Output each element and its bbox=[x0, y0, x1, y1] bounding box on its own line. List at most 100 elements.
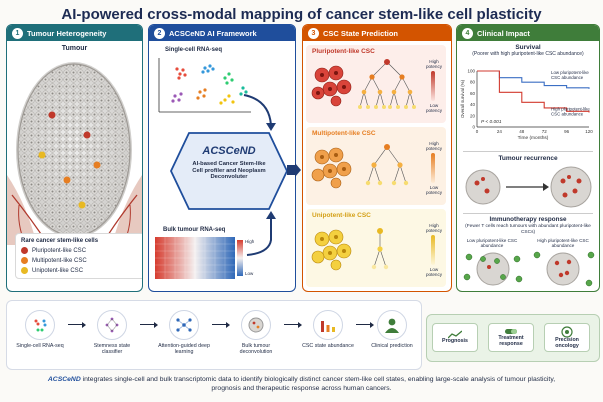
multipotent-high-label: High potency bbox=[425, 141, 443, 152]
caption-text: integrates single-cell and bulk transcri… bbox=[80, 376, 556, 393]
immuno-low-label: Low pluripotent-like CSC abundance bbox=[466, 238, 518, 249]
bar-chart-icon bbox=[313, 310, 343, 340]
workflow-step-deconvolution-label: Bulk tumour deconvolution bbox=[239, 343, 273, 356]
y-axis-label: Overall survival (%) bbox=[460, 79, 465, 118]
framework-to-prediction-arrow bbox=[287, 163, 301, 177]
panel-clinical-impact: 4 Clinical Impact Survival (Poorer with … bbox=[456, 24, 600, 292]
legend-title: Rare cancer stem-like cells bbox=[21, 238, 99, 244]
unipotent-lineage-tree bbox=[371, 228, 389, 270]
y-tick-label: 20 bbox=[470, 113, 476, 118]
panel2-title: ACSCeND AI Framework bbox=[169, 28, 257, 38]
multipotent-cell-cluster bbox=[311, 147, 352, 189]
acscend-hexagon bbox=[170, 132, 288, 210]
clinician-icon bbox=[377, 310, 407, 340]
x-tick-label: 72 bbox=[542, 129, 548, 134]
panel-csc-state-prediction: 3 CSC State Prediction Pluripotent-like … bbox=[302, 24, 452, 292]
badge-precision-label: Precision oncology bbox=[555, 336, 579, 349]
workflow-step-deep-learning: Attention-guided deep learning bbox=[158, 310, 210, 355]
neural-network-icon bbox=[169, 310, 199, 340]
x-tick-label: 120 bbox=[585, 129, 593, 134]
caption-brand: ACSCeND bbox=[47, 376, 81, 383]
unipotent-high-label: High potency bbox=[425, 223, 443, 234]
series-line-high bbox=[477, 70, 590, 113]
caption: ACSCeND integrates single-cell and bulk … bbox=[40, 375, 563, 393]
panel-acscend-framework: 2 ACSCeND AI Framework Single-cell RNA-s… bbox=[148, 24, 296, 292]
y-tick-label: 80 bbox=[470, 80, 476, 85]
heatmap-colorbar bbox=[237, 240, 243, 276]
panel3-title: CSC State Prediction bbox=[323, 28, 399, 38]
y-tick-label: 60 bbox=[470, 91, 476, 96]
classifier-icon bbox=[97, 310, 127, 340]
p-value: P < 0.001 bbox=[481, 119, 502, 125]
workflow-step-classifier-label: Stemness state classifier bbox=[93, 343, 131, 356]
state-pluripotent: Pluripotent-like CSC High potency Low po… bbox=[306, 45, 446, 123]
state-unipotent: Unipotent-like CSC High potency Low pote… bbox=[306, 209, 446, 287]
pluripotent-high-label: High potency bbox=[425, 59, 443, 70]
workflow-arrow-5 bbox=[356, 320, 374, 329]
panel3-header: 3 CSC State Prediction bbox=[303, 25, 451, 41]
unipotent-cell-cluster bbox=[311, 229, 352, 271]
flow-arrows bbox=[243, 94, 276, 256]
badge-prognosis: Prognosis bbox=[432, 323, 478, 352]
panel1-title: Tumour Heterogeneity bbox=[27, 28, 107, 38]
workflow-step-abundance: CSC state abundance bbox=[302, 310, 354, 349]
prognosis-icon bbox=[448, 330, 462, 339]
x-tick-label: 48 bbox=[519, 129, 525, 134]
workflow-step-classifier: Stemness state classifier bbox=[86, 310, 138, 355]
pluripotent-lineage-tree bbox=[358, 59, 416, 109]
csc-legend: Rare cancer stem-like cells Pluripotent-… bbox=[15, 233, 142, 279]
panel4-title: Clinical Impact bbox=[477, 28, 530, 38]
badge-prognosis-label: Prognosis bbox=[442, 338, 468, 345]
panel2-number: 2 bbox=[154, 27, 165, 39]
heatmap-high-label: High bbox=[245, 239, 255, 244]
pluripotent-cell-cluster bbox=[311, 65, 352, 107]
workflow-step-clinical: Clinical prediction bbox=[366, 310, 418, 349]
unipotent-low-label: Low potency bbox=[425, 267, 443, 278]
y-tick-label: 0 bbox=[472, 125, 475, 130]
tumour-illustration bbox=[7, 62, 142, 245]
immuno-high-label: High pluripotent-like CSC abundance bbox=[537, 238, 589, 249]
badge-precision: Precision oncology bbox=[544, 323, 590, 352]
divider-2 bbox=[463, 213, 593, 214]
badge-treatment-label: Treatment response bbox=[498, 335, 524, 347]
x-tick-label: 96 bbox=[564, 129, 570, 134]
y-tick-label: 40 bbox=[470, 102, 476, 107]
y-tick-label: 100 bbox=[467, 69, 475, 74]
state-multipotent: Multipotent-like CSC High potency Low po… bbox=[306, 127, 446, 205]
scrna-label: Single-cell RNA-seq bbox=[165, 47, 223, 53]
state-unipotent-label: Unipotent-like CSC bbox=[312, 212, 371, 219]
state-multipotent-label: Multipotent-like CSC bbox=[312, 130, 376, 137]
legend-item-multipotent: Multipotent-like CSC bbox=[21, 257, 139, 264]
divider-1 bbox=[463, 151, 593, 152]
deconvolution-icon bbox=[241, 310, 271, 340]
multipotent-lineage-tree bbox=[365, 144, 409, 186]
legend-item-unipotent: Unipotent-like CSC bbox=[21, 267, 139, 274]
multipotent-potency-bar bbox=[431, 153, 435, 183]
panel-tumour-heterogeneity: 1 Tumour Heterogeneity Tumour Rare cance… bbox=[6, 24, 143, 292]
workflow-step-scrna-label: Single-cell RNA-seq bbox=[16, 343, 64, 349]
workflow-step-abundance-label: CSC state abundance bbox=[302, 343, 354, 349]
workflow-arrow-4 bbox=[284, 320, 302, 329]
workflow-arrow-2 bbox=[140, 320, 158, 329]
workflow-step-clinical-label: Clinical prediction bbox=[371, 343, 413, 349]
x-tick-label: 24 bbox=[497, 129, 503, 134]
tumour-recurrence-illustration bbox=[465, 166, 592, 208]
panel4-header: 4 Clinical Impact bbox=[457, 25, 599, 41]
umap-plot bbox=[158, 58, 251, 113]
panel1-header: 1 Tumour Heterogeneity bbox=[7, 25, 142, 41]
pluripotent-low-label: Low potency bbox=[425, 103, 443, 114]
legend-item-pluripotent: Pluripotent-like CSC bbox=[21, 247, 139, 254]
panel3-number: 3 bbox=[308, 27, 319, 39]
acscend-title: ACSCeND bbox=[202, 145, 256, 157]
workflow-step-scrna: Single-cell RNA-seq bbox=[14, 310, 66, 349]
workflow-arrow-3 bbox=[212, 320, 230, 329]
workflow-strip bbox=[6, 300, 422, 370]
workflow-step-deep-learning-label: Attention-guided deep learning bbox=[158, 343, 210, 356]
tumour-label: Tumour bbox=[61, 45, 88, 52]
panel4-number: 4 bbox=[462, 27, 473, 39]
state-pluripotent-label: Pluripotent-like CSC bbox=[312, 48, 375, 55]
survival-subtitle: (Poorer with high pluripotent-like CSC a… bbox=[472, 51, 584, 57]
recurrence-title: Tumour recurrence bbox=[498, 155, 558, 162]
